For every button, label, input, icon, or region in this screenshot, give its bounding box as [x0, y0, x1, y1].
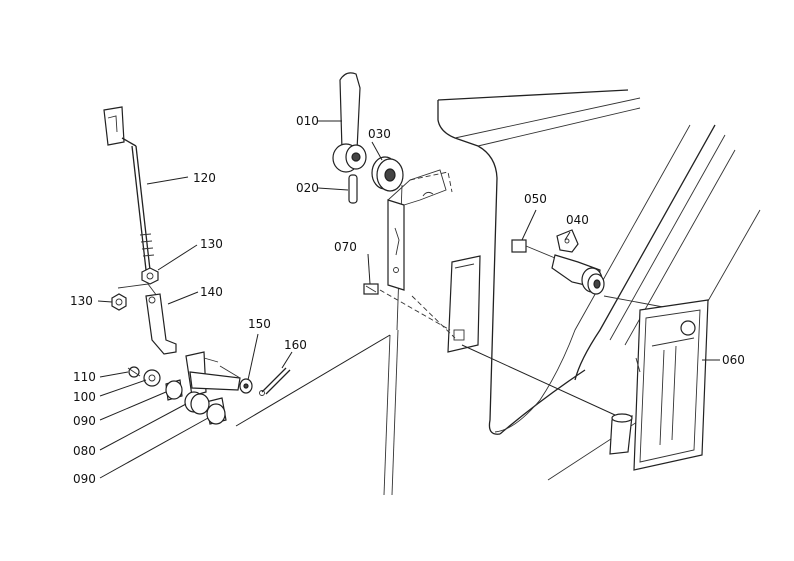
label-100: 100	[73, 390, 96, 404]
label-070: 070	[334, 240, 357, 254]
part-130-nut-upper	[141, 267, 159, 285]
part-120-rod	[103, 106, 155, 271]
part-080-bracket	[185, 351, 241, 397]
part-070-screw	[363, 283, 451, 331]
latch-bracket	[387, 169, 453, 291]
label-150: 150	[248, 317, 271, 331]
label-050: 050	[524, 192, 547, 206]
part-080-roller	[184, 391, 210, 415]
label-140: 140	[200, 285, 223, 299]
part-090-bushing-upper	[165, 379, 183, 401]
part-030-collar	[371, 156, 404, 192]
part-090-bushing-lower	[205, 397, 227, 425]
connector-lines	[235, 295, 616, 427]
part-020-pin	[348, 174, 358, 204]
label-130-lower: 130	[70, 294, 93, 308]
label-060: 060	[722, 353, 745, 367]
leader-lines	[97, 120, 720, 479]
part-100-washer	[143, 369, 161, 387]
label-130-upper: 130	[200, 237, 223, 251]
label-030: 030	[368, 127, 391, 141]
part-160-split-pin	[259, 367, 291, 396]
label-090-lower: 090	[73, 472, 96, 486]
label-010: 010	[296, 114, 319, 128]
part-040-latch	[551, 229, 691, 313]
door-panel-outline	[383, 89, 761, 496]
label-040: 040	[566, 213, 589, 227]
part-060-handle	[609, 299, 709, 471]
part-140-link	[117, 283, 177, 355]
label-090-upper: 090	[73, 414, 96, 428]
part-130-nut-lower	[111, 293, 127, 311]
catch-plate	[447, 255, 481, 353]
label-020: 020	[296, 181, 319, 195]
part-150-washer	[239, 378, 253, 394]
part-labels: 010 020 030 040 050 060 070 080 090 090 …	[70, 114, 745, 486]
part-010-lever	[332, 72, 367, 173]
part-110-clip	[127, 366, 141, 378]
label-080: 080	[73, 444, 96, 458]
part-050-screw	[511, 239, 556, 259]
label-110: 110	[73, 370, 96, 384]
label-120: 120	[193, 171, 216, 185]
label-160: 160	[284, 338, 307, 352]
